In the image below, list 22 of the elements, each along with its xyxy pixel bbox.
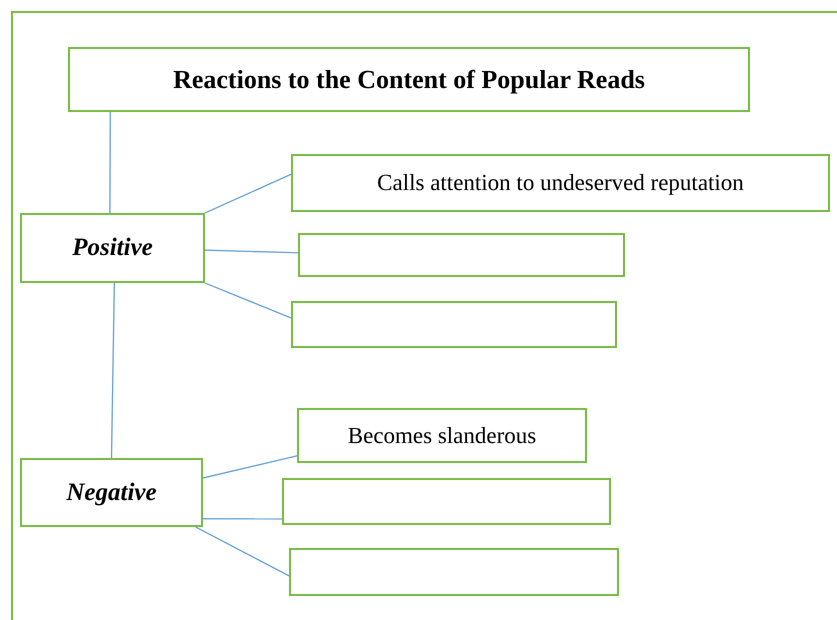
connector-line	[203, 518, 282, 520]
item-text: Becomes slanderous	[348, 422, 536, 448]
category-box	[20, 458, 203, 527]
empty-box	[298, 233, 625, 277]
connector-line	[202, 455, 298, 479]
connector-line	[204, 250, 298, 254]
connector-line	[110, 283, 115, 458]
title-box	[68, 47, 750, 112]
item-box	[291, 154, 830, 212]
connector-line	[195, 526, 290, 576]
connector-line	[204, 282, 292, 318]
empty-box	[289, 548, 619, 596]
category-label: Negative	[66, 478, 157, 506]
empty-box	[282, 478, 611, 525]
item-text: Calls attention to undeserved reputation	[377, 170, 744, 196]
connector-line	[109, 112, 111, 213]
connector-line	[204, 174, 292, 214]
category-label: Positive	[72, 234, 153, 262]
item-box	[297, 408, 587, 463]
title-text: Reactions to the Content of Popular Reads	[173, 64, 645, 94]
empty-box	[291, 301, 617, 348]
category-box	[20, 213, 205, 283]
